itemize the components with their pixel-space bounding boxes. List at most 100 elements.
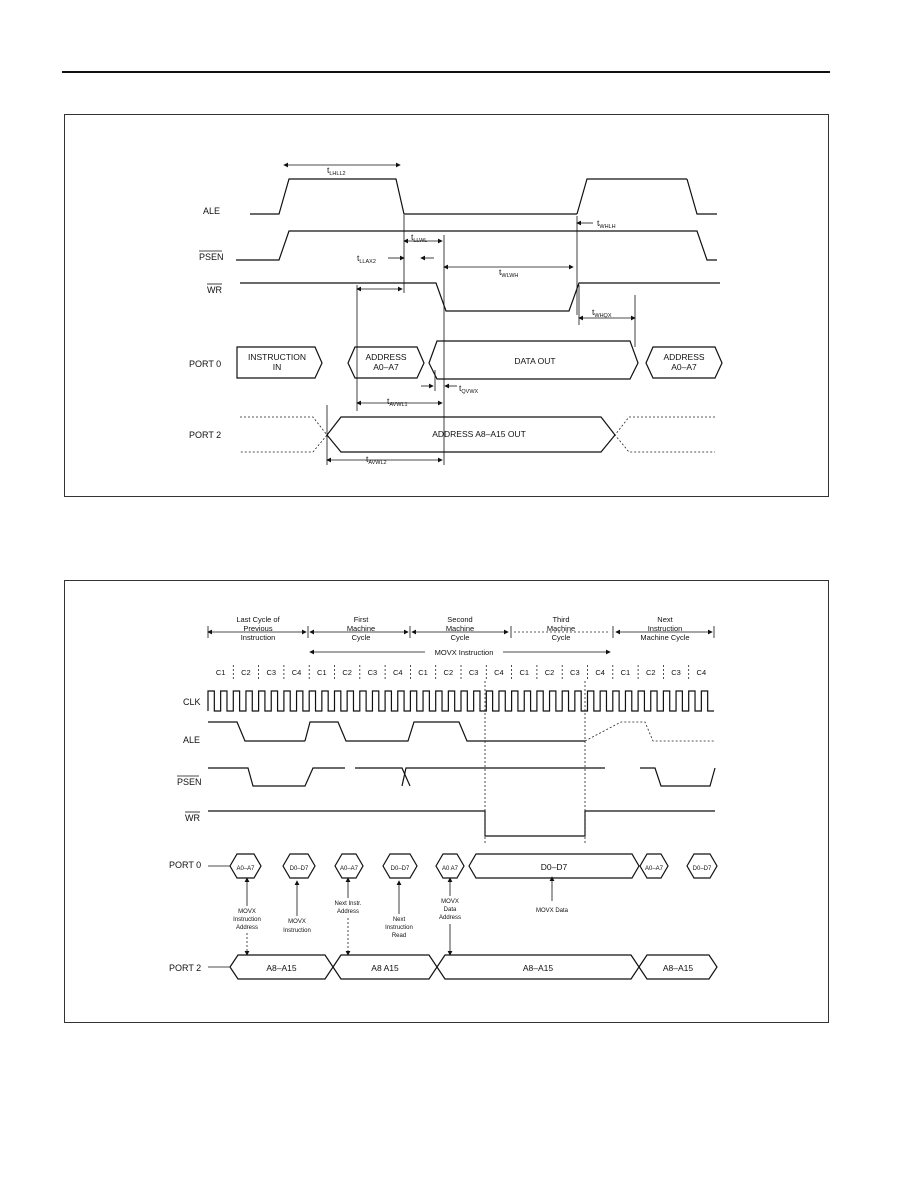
port0-instruction-in-segment xyxy=(236,346,323,379)
t-whqx-label: tWHQX xyxy=(592,307,612,319)
next-instruction-read-text-1: Next xyxy=(393,917,406,923)
next-instruction-read-text-2: Instruction xyxy=(385,925,413,931)
third-cycle-heading-1: Third xyxy=(552,615,569,624)
last-cycle-heading-1: Last Cycle of xyxy=(236,615,280,624)
t-avwl2-label: tAVWL2 xyxy=(366,454,387,466)
second-cycle-heading-2: Machine xyxy=(446,624,474,633)
second-cycle-heading-3: Cycle xyxy=(451,633,470,642)
movx-instruction-text-2: Instruction xyxy=(283,928,311,934)
clk-waveform xyxy=(207,690,714,712)
movx-instruction-label-bg xyxy=(425,646,503,657)
movx-instr-address-text-1: MOVX xyxy=(238,909,256,915)
wr2-waveform xyxy=(208,810,715,837)
first-cycle-heading-2: Machine xyxy=(347,624,375,633)
port0-segment xyxy=(686,853,718,879)
movx-data-address-text-2: Data xyxy=(444,907,457,913)
psen-waveform xyxy=(236,230,717,261)
port2-next-segment xyxy=(614,416,715,453)
first-cycle-heading-3: Cycle xyxy=(352,633,371,642)
clk-label: CLK xyxy=(183,697,201,707)
port0-segment xyxy=(382,853,418,879)
clock-state-label: C3 xyxy=(469,668,479,677)
psen2-waveform-2 xyxy=(355,767,411,787)
clock-state-label: C2 xyxy=(545,668,555,677)
clock-state-label: C3 xyxy=(570,668,580,677)
port2-segment xyxy=(638,954,718,980)
port0-segment xyxy=(639,853,669,879)
port0-address-segment xyxy=(347,346,425,379)
third-cycle-heading-3: Cycle xyxy=(552,633,571,642)
clock-state-label: C3 xyxy=(266,668,276,677)
t-whlh-label: tWHLH xyxy=(597,218,616,230)
wr-label-2: WR xyxy=(185,813,200,823)
movx-data-address-text-1: MOVX xyxy=(441,899,459,905)
clock-state-label: C1 xyxy=(621,668,631,677)
movx-instr-address-text-3: Address xyxy=(236,925,258,931)
second-cycle-heading-1: Second xyxy=(447,615,472,624)
port2-previous-segment xyxy=(240,416,328,453)
external-data-memory-write-cycle-diagram: ALE PSEN WR PORT 0 PORT 2 INSTRUCTION IN… xyxy=(64,114,829,497)
port0-data-out-segment xyxy=(428,340,639,380)
port0-segment xyxy=(282,853,316,879)
t-llwl-label: tLLWL xyxy=(411,232,427,244)
last-cycle-heading-3: Instruction xyxy=(241,633,276,642)
port0-label: PORT 0 xyxy=(189,359,221,369)
clock-state-label: C2 xyxy=(241,668,251,677)
ale-waveform-3 xyxy=(686,178,717,215)
clock-state-label: C2 xyxy=(342,668,352,677)
port0-segment-label: D0–D7 xyxy=(290,866,309,872)
clock-state-label: C4 xyxy=(697,668,707,677)
port0-segment xyxy=(229,853,262,879)
machine-cycle-timing-svg: Last Cycle of Previous Instruction First… xyxy=(169,615,718,980)
next-instr-address-text-1: Next Instr. xyxy=(334,901,361,907)
port0-segment-label: D0–D7 xyxy=(391,866,410,872)
port2-label-2: PORT 2 xyxy=(169,963,201,973)
t-llax2-label: tLLAX2 xyxy=(357,253,376,265)
psen2-waveform-4 xyxy=(640,767,716,787)
t-avwl1-label: tAVWL1 xyxy=(387,396,408,408)
movx-instruction-label: MOVX Instruction xyxy=(435,648,494,657)
next-cycle-heading-2: Instruction xyxy=(648,624,683,633)
port0-instruction-text-2: IN xyxy=(273,362,282,372)
port0-segment-label: D0–D7 xyxy=(693,866,712,872)
next-cycle-heading-3: Machine Cycle xyxy=(640,633,689,642)
port0-segment-label: A0–A7 xyxy=(236,866,255,872)
wr-waveform xyxy=(240,282,720,312)
port2-address-out-text: ADDRESS A8–A15 OUT xyxy=(432,429,526,439)
movx-write-machine-cycle-diagram: Last Cycle of Previous Instruction First… xyxy=(64,580,829,1023)
next-instruction-read-text-3: Read xyxy=(392,933,406,939)
port2-segment-label: A8–A15 xyxy=(663,963,694,973)
port0-segment xyxy=(435,853,465,879)
ale-label-2: ALE xyxy=(183,735,200,745)
port2-segment-label: A8–A15 xyxy=(523,963,554,973)
port0-data-out-text: DATA OUT xyxy=(514,356,555,366)
psen2-waveform-3 xyxy=(401,767,605,787)
timing-dimensions: tLHLL2 tWHLH tLLWL tLLAX2 tWLWH tWHQX tQ… xyxy=(283,162,636,466)
ale-waveform-2 xyxy=(576,178,687,215)
ale2-waveform-3 xyxy=(584,721,715,742)
clock-state-label: C3 xyxy=(368,668,378,677)
psen-label-2: PSEN xyxy=(177,777,202,787)
ale2-waveform-1 xyxy=(208,721,305,742)
wr-label: WR xyxy=(207,285,222,295)
port0-address-2-text-2: A0–A7 xyxy=(671,362,697,372)
port0-segment-label: A0 A7 xyxy=(442,866,459,872)
port0-segment xyxy=(468,853,640,879)
clock-state-label: C1 xyxy=(418,668,428,677)
movx-instruction-text-1: MOVX xyxy=(288,919,306,925)
port0-segment-label: A0–A7 xyxy=(645,866,664,872)
last-cycle-heading-2: Previous xyxy=(243,624,272,633)
port2-segment-label: A8 A15 xyxy=(371,963,399,973)
first-cycle-heading-1: First xyxy=(354,615,369,624)
clock-state-label: C4 xyxy=(494,668,504,677)
movx-data-address-text-3: Address xyxy=(439,915,461,921)
movx-data-text: MOVX Data xyxy=(536,908,569,914)
t-qvwx-label: tQVWX xyxy=(459,383,479,395)
clock-state-label: C1 xyxy=(519,668,529,677)
clock-state-label: C3 xyxy=(671,668,681,677)
clock-state-label: C4 xyxy=(595,668,605,677)
next-cycle-heading-1: Next xyxy=(657,615,673,624)
port0-annotations: MOVX Instruction Address MOVX Instructio… xyxy=(233,876,569,956)
